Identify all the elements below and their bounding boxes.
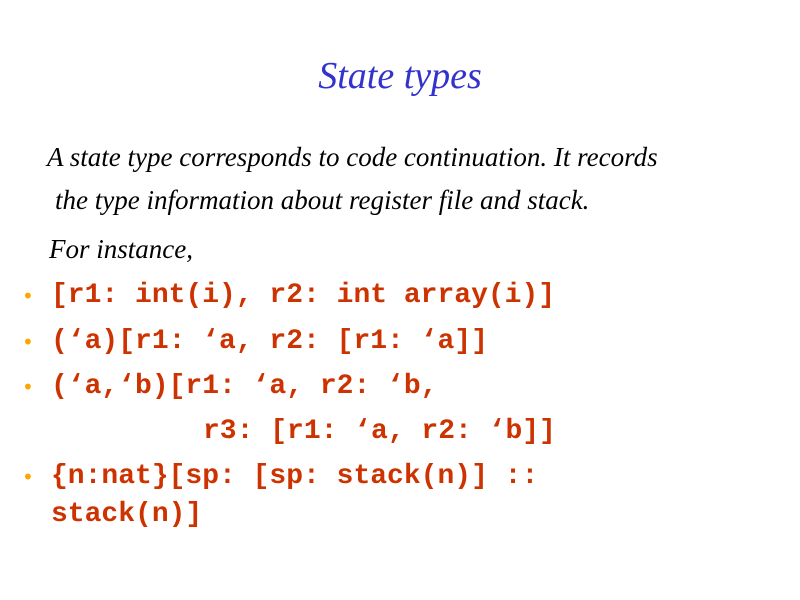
slide-title: State types [318, 55, 482, 97]
bullet-icon: • [22, 375, 34, 399]
code-item-2: (‘a)[r1: ‘a, r2: [r1: ‘a]] [51, 326, 488, 357]
bullet-icon: • [22, 284, 34, 308]
code-item-4-continuation: stack(n)] [51, 499, 203, 530]
bullet-icon: • [22, 330, 34, 354]
code-item-3-continuation: r3: [r1: ‘a, r2: ‘b]] [203, 416, 556, 447]
code-item-3: (‘a,‘b)[r1: ‘a, r2: ‘b, [51, 371, 438, 402]
intro-text-line-3: For instance, [49, 234, 193, 264]
code-item-1: [r1: int(i), r2: int array(i)] [51, 280, 556, 311]
bullet-icon: • [22, 465, 34, 489]
intro-text-line-2: the type information about register file… [55, 185, 590, 215]
code-item-4: {n:nat}[sp: [sp: stack(n)] :: [51, 461, 539, 492]
intro-text-line-1: A state type corresponds to code continu… [47, 142, 658, 172]
